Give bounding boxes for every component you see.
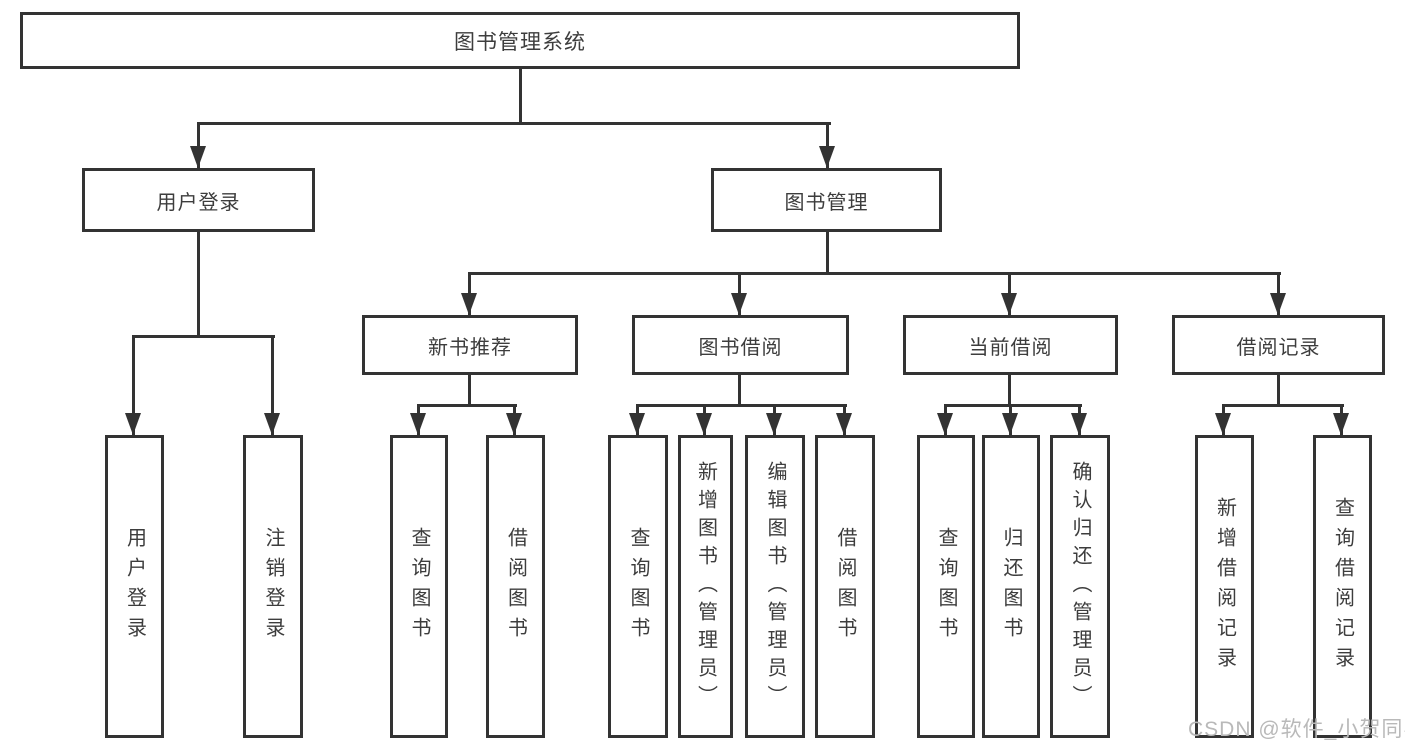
leaf-query-borrow-record: 查询借阅记录 [1313, 435, 1372, 738]
connector-recommend-branch [417, 404, 517, 407]
leaf-recommend-query-books-label: 查询图书 [408, 526, 430, 647]
arrow-down-icon [1333, 413, 1349, 435]
arrow-down-icon [1001, 293, 1017, 315]
leaf-add-borrow-record: 新增借阅记录 [1195, 435, 1254, 738]
connector-book-management-stem [826, 232, 829, 275]
arrow-down-icon [766, 413, 782, 435]
connector-to-user-login [197, 122, 200, 168]
node-current-borrowing: 当前借阅 [903, 315, 1118, 375]
leaf-current-query-books-label: 查询图书 [935, 526, 957, 647]
arrow-down-icon [125, 413, 141, 435]
connector-book-management-branch [468, 272, 1281, 275]
connector-to-book-management [826, 122, 829, 168]
leaf-borrow-query-books-label: 查询图书 [627, 526, 649, 647]
leaf-logout: 注销登录 [243, 435, 303, 738]
leaf-borrow-books-label: 借阅图书 [834, 526, 856, 647]
leaf-add-borrow-record-label: 新增借阅记录 [1213, 496, 1236, 677]
connector-recommend-stem [468, 375, 471, 407]
connector-records-stem [1277, 375, 1280, 407]
leaf-confirm-return-admin-label: 确认归还（管理员） [1069, 460, 1091, 713]
csdn-watermark: CSDN @软件_小贺同学 [1188, 718, 1405, 741]
arrow-down-icon [506, 413, 522, 435]
node-book-borrowing: 图书借阅 [632, 315, 849, 375]
arrow-down-icon [1215, 413, 1231, 435]
arrow-down-icon [731, 293, 747, 315]
connector-user-login-stem [197, 232, 200, 338]
leaf-edit-books-admin-label: 编辑图书（管理员） [764, 460, 786, 713]
leaf-add-books-admin: 新增图书（管理员） [678, 435, 733, 738]
node-library-management-system: 图书管理系统 [20, 12, 1020, 69]
leaf-return-books-label: 归还图书 [1000, 526, 1022, 647]
leaf-logout-label: 注销登录 [262, 526, 284, 647]
arrow-down-icon [1071, 413, 1087, 435]
leaf-return-books: 归还图书 [982, 435, 1040, 738]
arrow-down-icon [937, 413, 953, 435]
leaf-edit-books-admin: 编辑图书（管理员） [745, 435, 805, 738]
connector-to-leaf-logout [271, 335, 274, 435]
connector-user-login-branch [132, 335, 275, 338]
connector-borrowing-stem [738, 375, 741, 407]
connector-records-branch [1222, 404, 1344, 407]
arrow-down-icon [1270, 293, 1286, 315]
connector-borrowing-branch [636, 404, 847, 407]
node-borrowing-records: 借阅记录 [1172, 315, 1385, 375]
leaf-recommend-query-books: 查询图书 [390, 435, 448, 738]
connector-current-stem [1008, 375, 1011, 407]
connector-to-leaf-user-login [132, 335, 135, 435]
connector-current-branch [944, 404, 1082, 407]
leaf-borrow-books: 借阅图书 [815, 435, 875, 738]
leaf-user-login-label: 用户登录 [123, 526, 146, 647]
arrow-down-icon [629, 413, 645, 435]
leaf-confirm-return-admin: 确认归还（管理员） [1050, 435, 1110, 738]
leaf-recommend-borrow-books-label: 借阅图书 [504, 526, 527, 647]
arrow-down-icon [190, 146, 206, 168]
arrow-down-icon [461, 293, 477, 315]
leaf-query-borrow-record-label: 查询借阅记录 [1331, 496, 1354, 677]
arrow-down-icon [264, 413, 280, 435]
node-book-management: 图书管理 [711, 168, 942, 232]
leaf-recommend-borrow-books: 借阅图书 [486, 435, 545, 738]
arrow-down-icon [836, 413, 852, 435]
leaf-current-query-books: 查询图书 [917, 435, 975, 738]
connector-root-stem [519, 69, 522, 124]
leaf-borrow-query-books: 查询图书 [608, 435, 668, 738]
arrow-down-icon [696, 413, 712, 435]
leaf-add-books-admin-label: 新增图书（管理员） [694, 460, 717, 713]
connector-root-branch [197, 122, 831, 125]
node-new-book-recommend: 新书推荐 [362, 315, 578, 375]
leaf-user-login: 用户登录 [105, 435, 164, 738]
arrow-down-icon [410, 413, 426, 435]
arrow-down-icon [819, 146, 835, 168]
arrow-down-icon [1002, 413, 1018, 435]
node-user-login-group: 用户登录 [82, 168, 315, 232]
